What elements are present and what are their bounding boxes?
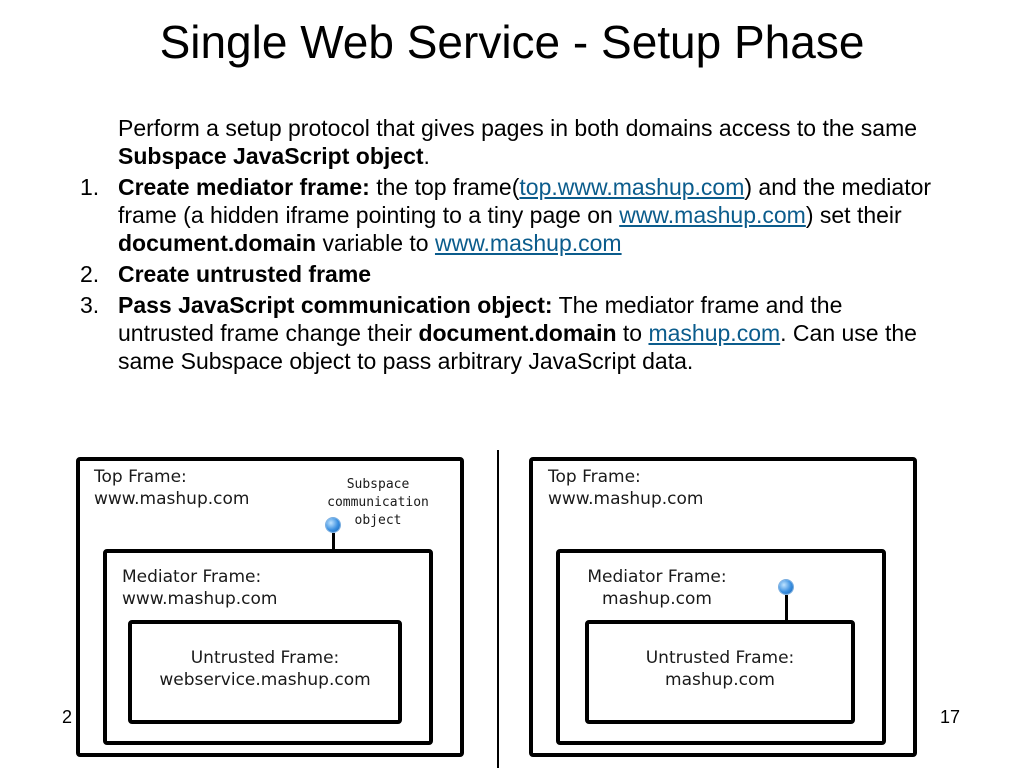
intro-paragraph: Perform a setup protocol that gives page… [118, 114, 948, 170]
step-text: variable to [316, 230, 435, 256]
right-top-frame-label: Top Frame: www.mashup.com [548, 467, 704, 509]
left-top-frame-label: Top Frame: www.mashup.com [94, 467, 250, 509]
footer-left-text: 2 [62, 707, 73, 727]
step-text: ) and the mediator frame (a hidden ifram… [118, 174, 932, 228]
step-text: The mediator frame and the untrusted fra… [118, 292, 843, 346]
left-untrusted-frame-label: Untrusted Frame: webservice.mashup.com [159, 648, 371, 690]
step-text: to [616, 320, 649, 346]
step-text: . Can use the same Subspace object to pa… [118, 320, 917, 374]
right-mediator-frame-label: Mediator Frame: mashup.com [587, 567, 727, 609]
diagram-divider [497, 450, 499, 768]
step-3: 3. Pass JavaScript communication object:… [80, 291, 940, 375]
step-bold-term: document.domain [418, 320, 617, 346]
step-text: the top frame( [369, 174, 520, 200]
step-text: ) set their [805, 202, 902, 228]
subspace-object-bullet-icon [326, 518, 340, 532]
step-heading: Create untrusted frame [118, 261, 372, 287]
right-untrusted-frame-label: Untrusted Frame: mashup.com [645, 648, 795, 690]
link-www-mashup-2[interactable]: www.mashup.com [434, 230, 622, 256]
subspace-object-label: Subspace communication object [327, 477, 429, 528]
step-2: 2. Create untrusted frame [80, 260, 940, 288]
step-1: 1. Create mediator frame: the top frame(… [80, 173, 940, 257]
left-mediator-frame-label: Mediator Frame: www.mashup.com [122, 567, 278, 609]
link-top-www-mashup[interactable]: top.www.mashup.com [519, 174, 745, 200]
step-number: 2. [80, 261, 100, 287]
slide-title: Single Web Service - Setup Phase [159, 16, 865, 68]
steps-list: 1. Create mediator frame: the top frame(… [80, 173, 940, 378]
left-untrusted-frame-box [128, 620, 402, 724]
arrow-down-icon [785, 595, 788, 631]
subspace-object-bullet-icon [779, 580, 793, 594]
link-mashup[interactable]: mashup.com [648, 320, 781, 346]
right-untrusted-frame-box [585, 620, 855, 724]
step-number: 1. [80, 174, 100, 200]
intro-text: Perform a setup protocol that gives page… [118, 115, 918, 141]
page-number: 17 [940, 707, 961, 727]
intro-bold: Subspace JavaScript object [118, 143, 424, 169]
intro-end: . [423, 143, 430, 169]
step-heading: Create mediator frame: [118, 174, 370, 200]
link-www-mashup[interactable]: www.mashup.com [619, 202, 806, 228]
step-bold-term: document.domain [118, 230, 317, 256]
step-number: 3. [80, 292, 100, 318]
step-heading: Pass JavaScript communication object: [118, 292, 553, 318]
